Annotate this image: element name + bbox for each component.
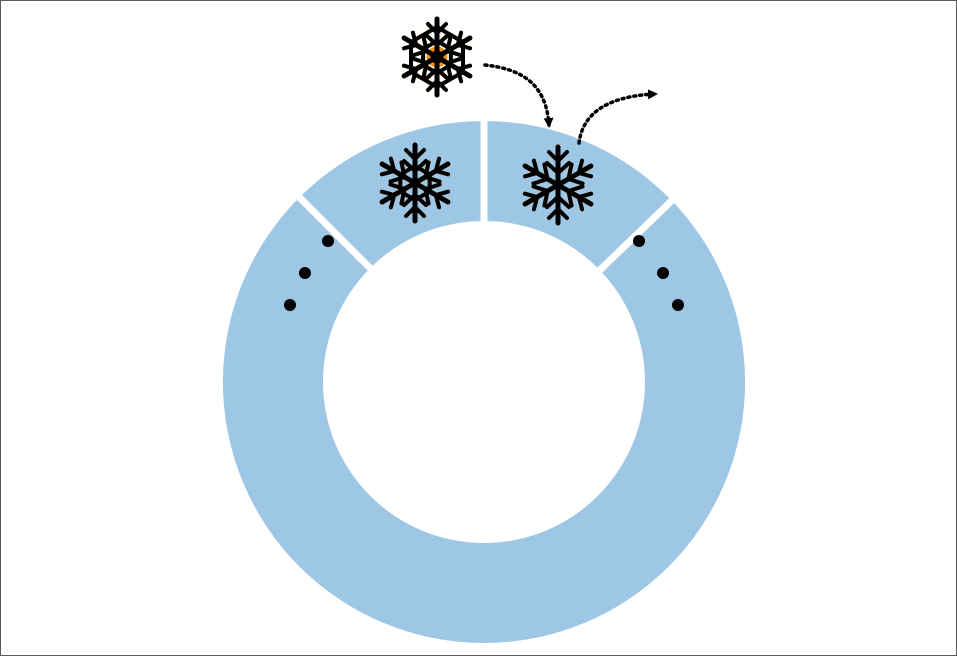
ornate-snowflake-icon bbox=[399, 19, 476, 95]
evict-arrow bbox=[579, 94, 655, 143]
ellipsis-dot bbox=[299, 267, 311, 279]
ellipsis-dot bbox=[322, 235, 334, 247]
ring-buffer bbox=[223, 117, 745, 643]
insert-arrow bbox=[485, 65, 549, 125]
ellipsis-dot bbox=[284, 299, 296, 311]
ellipsis-dot bbox=[633, 235, 645, 247]
ellipsis-dot bbox=[672, 299, 684, 311]
ellipsis-dot bbox=[657, 267, 669, 279]
